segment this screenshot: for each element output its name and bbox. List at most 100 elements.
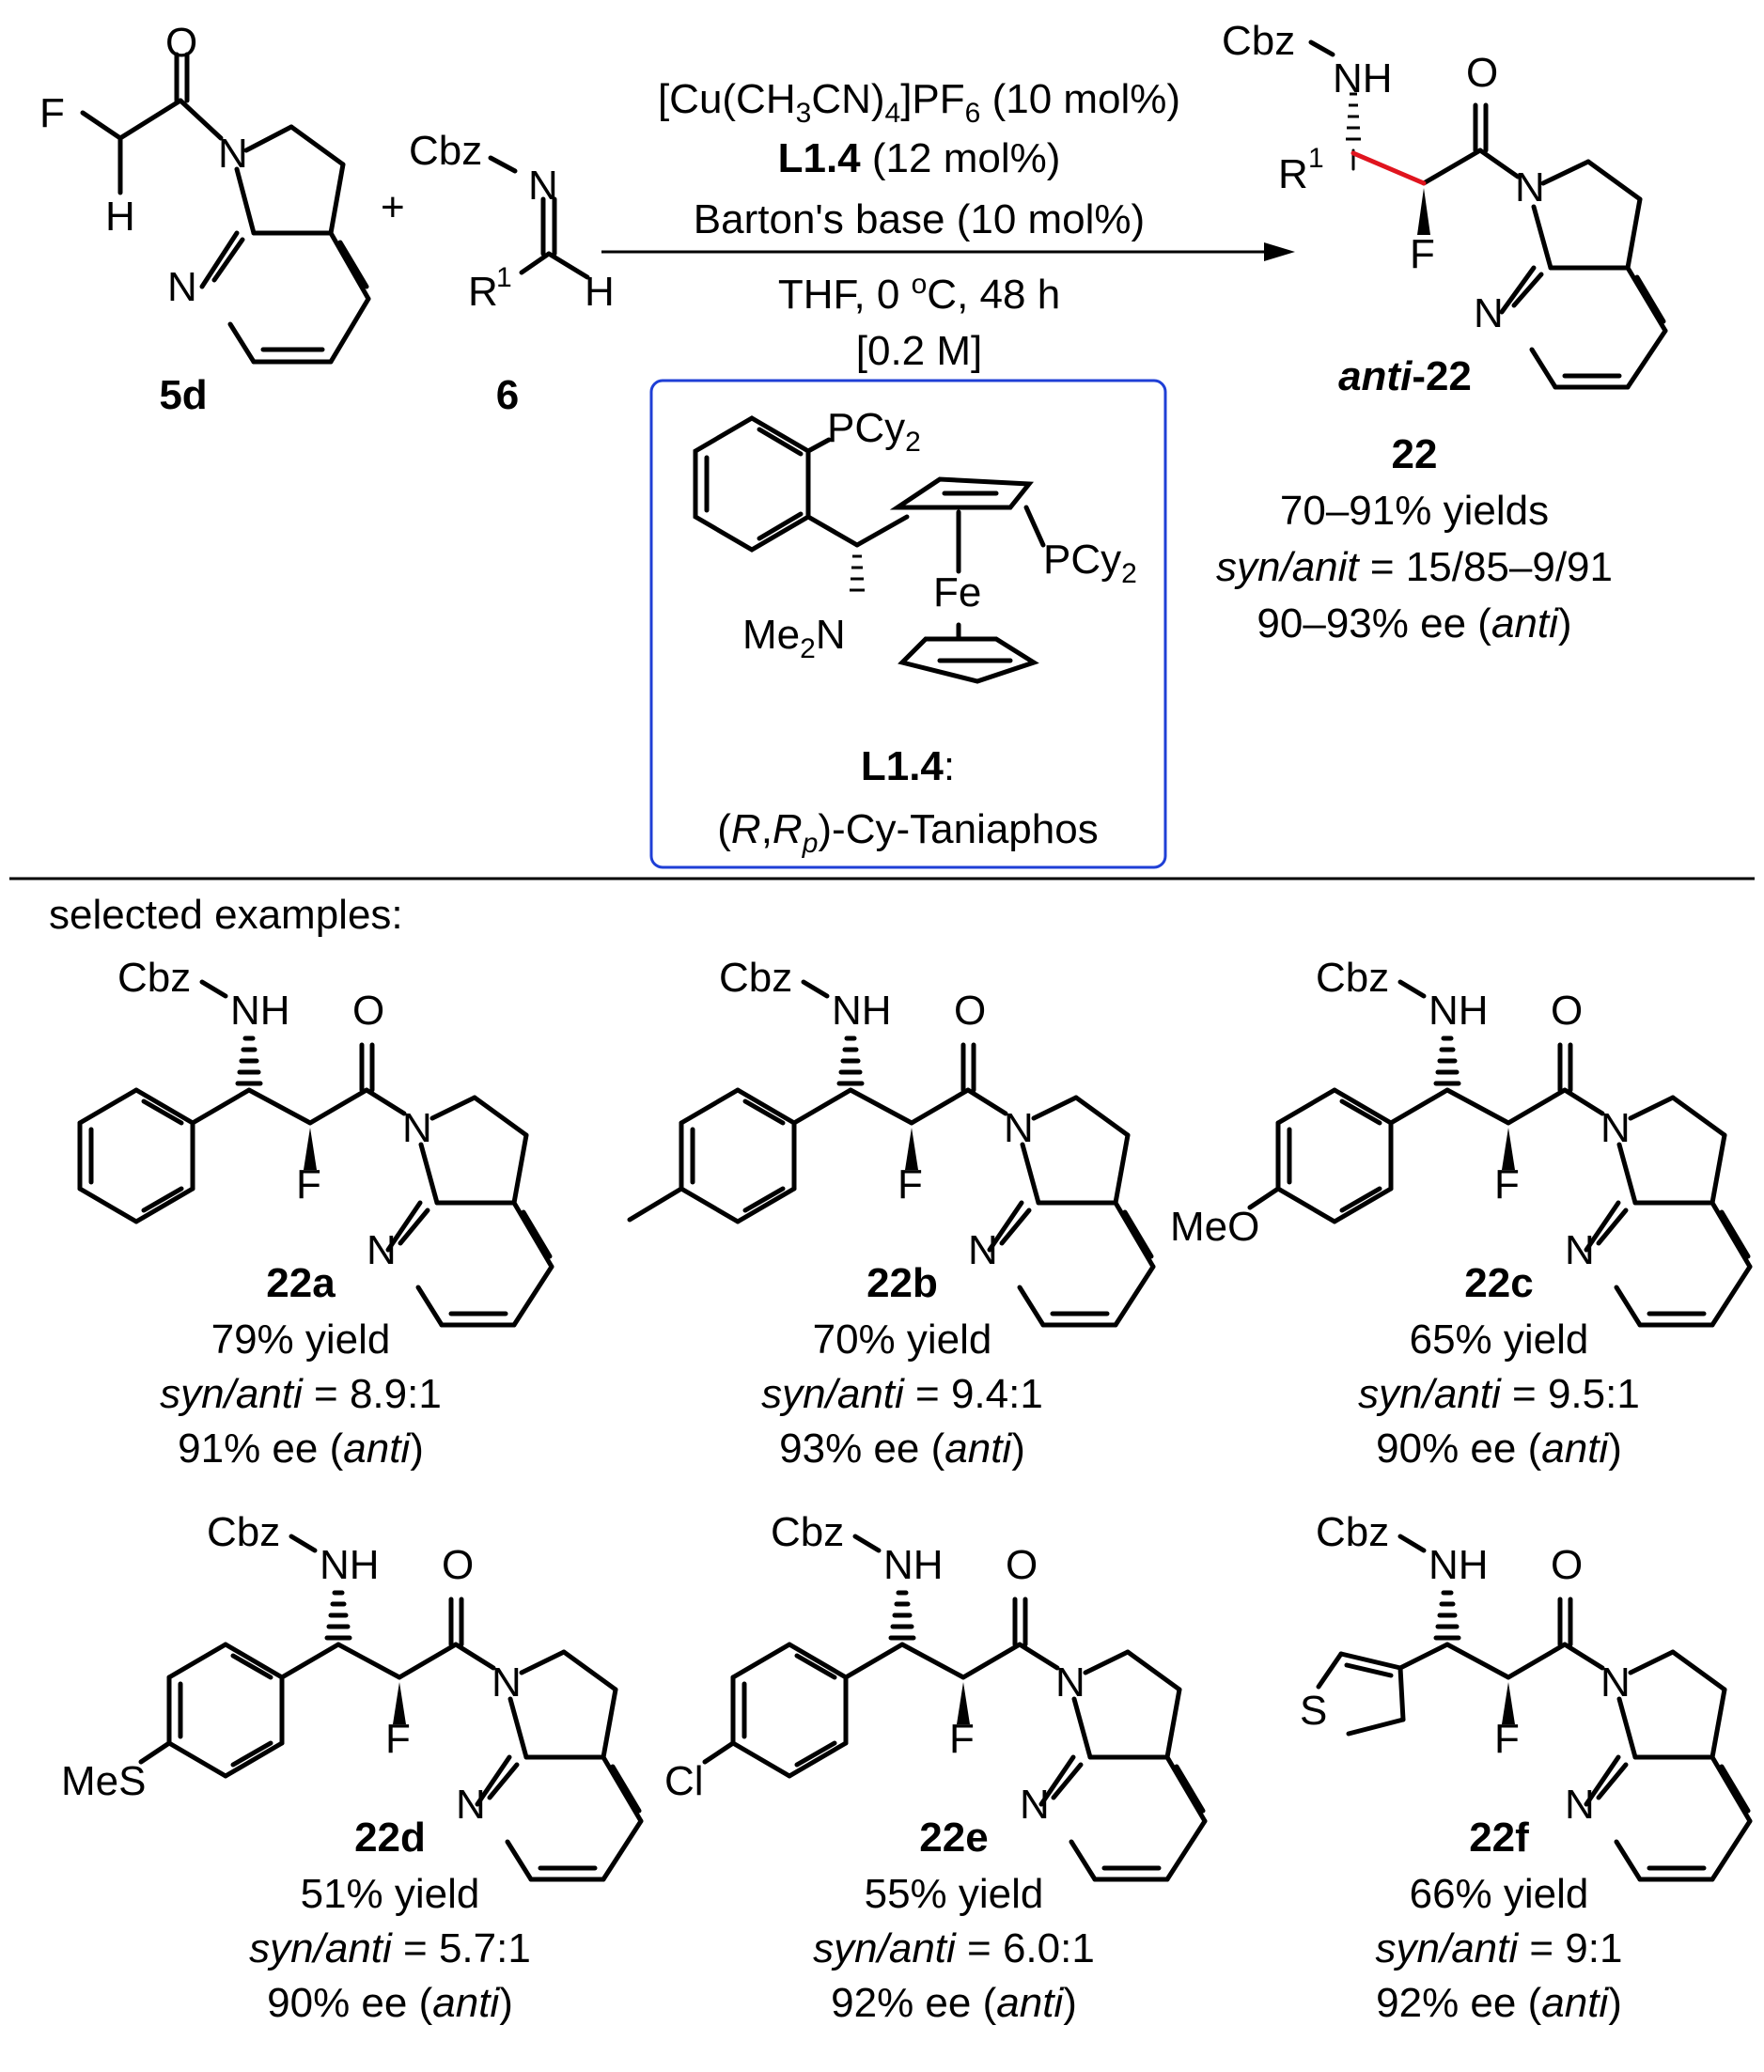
bond bbox=[307, 1087, 369, 1126]
bond bbox=[418, 1142, 440, 1206]
example-dr: syn/anti = 9.5:1 bbox=[1358, 1371, 1640, 1417]
example-dr: syn/anti = 9.4:1 bbox=[761, 1371, 1043, 1417]
bond bbox=[679, 1087, 741, 1126]
bond bbox=[1709, 1132, 1727, 1206]
bond bbox=[415, 1285, 445, 1328]
example-code: 22a bbox=[266, 1260, 336, 1306]
ligand-code: L1.4: bbox=[861, 743, 955, 789]
bond bbox=[787, 1642, 849, 1680]
atom-n-22: N bbox=[1515, 164, 1545, 210]
bond bbox=[1444, 1642, 1511, 1680]
bond bbox=[1709, 1754, 1753, 1824]
atom-r-sup-22: 1 bbox=[1308, 143, 1324, 174]
example-ee: 92% ee (anti) bbox=[1376, 1980, 1622, 2026]
bond bbox=[511, 1200, 554, 1270]
atom-r-6: R bbox=[468, 269, 498, 315]
atom-cbz: Cbz bbox=[719, 955, 792, 1001]
bond bbox=[1628, 1095, 1676, 1121]
bond bbox=[1275, 1186, 1337, 1224]
atom-n-pyridine: N bbox=[456, 1782, 486, 1828]
example-code: 22d bbox=[354, 1815, 426, 1861]
bond bbox=[987, 1200, 1024, 1253]
bond bbox=[1628, 1649, 1676, 1675]
bond bbox=[730, 1740, 792, 1779]
bond bbox=[1069, 1839, 1098, 1882]
example-code: 22e bbox=[919, 1815, 988, 1861]
bond bbox=[1344, 1662, 1394, 1678]
atom-s-thiophene: S bbox=[1300, 1688, 1327, 1734]
bond bbox=[364, 1087, 407, 1116]
bond bbox=[742, 1098, 786, 1126]
example-yield: 66% yield bbox=[1410, 1871, 1589, 1917]
bond bbox=[999, 1207, 1032, 1246]
bond bbox=[1020, 1142, 1041, 1206]
example-yield: 79% yield bbox=[211, 1316, 391, 1363]
atom-n-pyridine-5d: N bbox=[167, 264, 197, 310]
atom-o-22: O bbox=[1466, 50, 1498, 96]
substituent-bond bbox=[702, 1740, 736, 1765]
bond bbox=[735, 1087, 797, 1126]
wedge-bond bbox=[393, 1682, 406, 1724]
bond bbox=[1596, 1207, 1629, 1246]
atom-r-22: R bbox=[1278, 151, 1308, 197]
product-code: 22 bbox=[1392, 431, 1438, 477]
product-dr: syn/anit = 15/85–9/91 bbox=[1216, 544, 1613, 590]
atom-cbz: Cbz bbox=[117, 955, 191, 1001]
bond bbox=[1562, 1087, 1605, 1116]
bond bbox=[507, 1696, 529, 1760]
atom-nh: NH bbox=[230, 988, 290, 1034]
bond bbox=[960, 1642, 1022, 1680]
condition-ligand: L1.4 (12 mol%) bbox=[778, 135, 1061, 181]
atom-n-amide: N bbox=[402, 1105, 432, 1151]
atom-o: O bbox=[352, 988, 384, 1034]
bond bbox=[511, 1264, 554, 1328]
bond bbox=[1332, 1087, 1394, 1126]
bond bbox=[199, 979, 228, 999]
bond bbox=[1017, 1285, 1046, 1328]
bond bbox=[730, 1642, 792, 1680]
atom-o-5d: O bbox=[165, 20, 197, 66]
bond bbox=[1332, 1186, 1394, 1224]
atom-f: F bbox=[949, 1716, 975, 1762]
atom-o: O bbox=[1551, 1542, 1583, 1588]
bond bbox=[735, 1186, 797, 1224]
wedge-bond bbox=[1502, 1682, 1515, 1724]
bond bbox=[1614, 1839, 1643, 1882]
atom-n-pyridine-22: N bbox=[1474, 290, 1504, 336]
example-dr: syn/anti = 5.7:1 bbox=[249, 1925, 531, 1971]
atom-o: O bbox=[1551, 988, 1583, 1034]
bond bbox=[1038, 1754, 1076, 1807]
bond bbox=[1388, 1087, 1450, 1126]
bond bbox=[1346, 1717, 1406, 1737]
reaction-arrow bbox=[601, 242, 1295, 261]
example-dr: syn/anti = 8.9:1 bbox=[160, 1371, 442, 1417]
bond bbox=[166, 1642, 228, 1680]
atom-f-22: F bbox=[1410, 231, 1435, 277]
atom-cbz-6: Cbz bbox=[409, 128, 482, 174]
atom-nh-22: NH bbox=[1333, 55, 1393, 101]
example-yield: 55% yield bbox=[865, 1871, 1044, 1917]
bond bbox=[1174, 1764, 1206, 1814]
bond bbox=[843, 1642, 905, 1680]
bond bbox=[1506, 1087, 1568, 1126]
compound-code-5d: 5d bbox=[159, 372, 207, 418]
wedge-bond bbox=[1502, 1128, 1515, 1170]
wedge-bond bbox=[957, 1682, 970, 1724]
bond bbox=[852, 1534, 882, 1553]
bond bbox=[1397, 1642, 1450, 1671]
atom-o: O bbox=[1006, 1542, 1038, 1588]
bond bbox=[133, 1087, 195, 1126]
example-code: 22b bbox=[866, 1260, 938, 1306]
bond bbox=[397, 1642, 459, 1680]
ligand-structure bbox=[693, 415, 1046, 684]
product-label: anti-22 bbox=[1338, 353, 1472, 399]
bond bbox=[1073, 1095, 1131, 1138]
product-anti-22 bbox=[1308, 39, 1668, 390]
bond bbox=[505, 1839, 534, 1882]
bond bbox=[794, 1653, 837, 1680]
bond bbox=[385, 1200, 423, 1253]
